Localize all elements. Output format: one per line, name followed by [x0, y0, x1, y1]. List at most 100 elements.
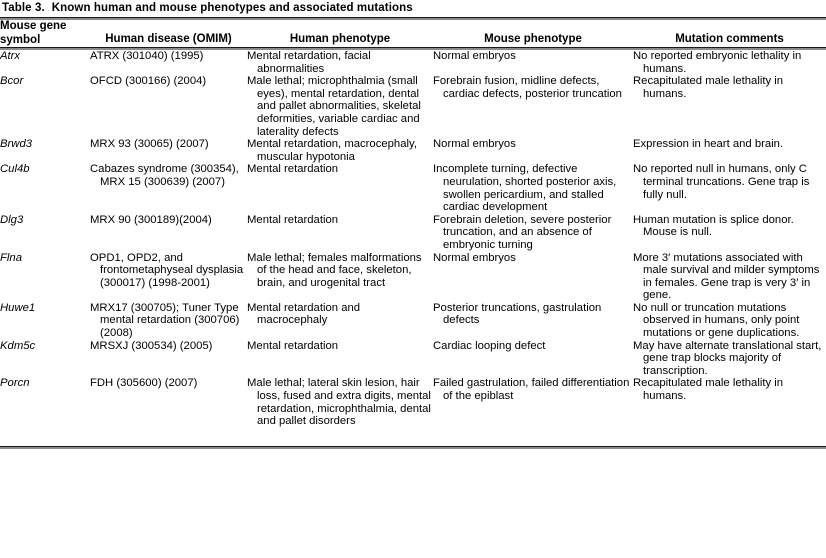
cell-mouse-phenotype: Forebrain deletion, severe posterior tru…	[433, 214, 633, 252]
cell-text: Dlg3	[0, 213, 24, 226]
cell-text: Male lethal; females malformations of th…	[247, 251, 422, 289]
cell-mouse-phenotype: Normal embryos	[433, 252, 633, 302]
cell-mutation-comments: More 3′ mutations associated with male s…	[633, 252, 826, 302]
cell-mouse-phenotype: Normal embryos	[433, 50, 633, 75]
cell-text: Human mutation is splice donor. Mouse is…	[633, 213, 794, 239]
table-bottom-rule	[0, 445, 826, 449]
cell-mouse-phenotype: Cardiac looping defect	[433, 340, 633, 378]
column-header-gene: Mouse gene symbol	[0, 20, 90, 47]
cell-disease: ATRX (301040) (1995)	[90, 50, 247, 75]
cell-mutation-comments: Recapitulated male lethality in humans.	[633, 377, 826, 427]
cell-mouse-phenotype: Posterior truncations, gastrulation defe…	[433, 302, 633, 340]
cell-text: Incomplete turning, defective neurulatio…	[433, 163, 617, 214]
cell-human-phenotype: Mental retardation	[247, 214, 433, 252]
cell-text: Normal embryos	[433, 138, 516, 151]
cell-disease: MRX17 (300705); Tuner Type mental retard…	[90, 302, 247, 340]
cell-mouse-phenotype: Failed gastrulation, failed differentiat…	[433, 377, 633, 427]
cell-text: Cul4b	[0, 163, 30, 176]
cell-text: MRX17 (300705); Tuner Type mental retard…	[90, 301, 240, 340]
cell-disease: OFCD (300166) (2004)	[90, 75, 247, 138]
column-header-human-phenotype: Human phenotype	[247, 20, 433, 47]
table-row: Brwd3 MRX 93 (30065) (2007)Mental retarda…	[0, 138, 826, 163]
cell-text: Brwd3	[0, 138, 33, 151]
cell-disease: Cabazes syndrome (300354), MRX 15 (30063…	[90, 163, 247, 213]
cell-text: Recapitulated male lethality in humans.	[633, 377, 784, 403]
table-bottom-spacer	[0, 428, 826, 446]
cell-text: Posterior truncations, gastrulation defe…	[433, 301, 602, 327]
cell-text: Bcor	[0, 75, 24, 88]
column-header-disease-label: Human disease (OMIM)	[105, 33, 232, 45]
cell-mutation-comments: Human mutation is splice donor. Mouse is…	[633, 214, 826, 252]
cell-human-phenotype: Male lethal; females malformations of th…	[247, 252, 433, 302]
column-header-mouse-phenotype-label: Mouse phenotype	[484, 33, 582, 45]
cell-text: Expression in heart and brain.	[633, 138, 784, 151]
cell-text: Male lethal; microphthalmia (small eyes)…	[247, 75, 421, 138]
cell-mutation-comments: Expression in heart and brain.	[633, 138, 826, 163]
column-header-mutation-comments-label: Mutation comments	[675, 33, 784, 45]
table-caption: Table 3.Known human and mouse phenotypes…	[0, 0, 826, 17]
phenotype-table: Mouse gene symbol Human disease (OMIM) H…	[0, 20, 826, 47]
table-head: Mouse gene symbol Human disease (OMIM) H…	[0, 20, 826, 47]
cell-mutation-comments: No reported embryonic lethality in human…	[633, 50, 826, 75]
column-header-mouse-phenotype: Mouse phenotype	[433, 20, 633, 47]
column-header-gene-label: Mouse gene symbol	[0, 20, 67, 46]
cell-text: Cardiac looping defect	[433, 339, 546, 352]
table-caption-text: Known human and mouse phenotypes and ass…	[51, 2, 413, 14]
cell-text: Normal embryos	[433, 50, 516, 62]
column-header-disease: Human disease (OMIM)	[90, 20, 247, 47]
cell-gene: Kdm5c	[0, 340, 90, 378]
cell-text: Huwe1	[0, 301, 36, 314]
cell-text: More 3′ mutations associated with male s…	[633, 251, 820, 302]
cell-text: Male lethal; lateral skin lesion, hair l…	[247, 377, 431, 428]
cell-text: Mental retardation	[247, 339, 339, 352]
cell-text: Porcn	[0, 377, 30, 390]
cell-gene: Porcn	[0, 377, 90, 427]
cell-text: Failed gastrulation, failed differentiat…	[433, 377, 630, 403]
cell-text: MRSXJ (300534) (2005)	[90, 339, 213, 352]
cell-human-phenotype: Male lethal; lateral skin lesion, hair l…	[247, 377, 433, 427]
cell-gene: Cul4b	[0, 163, 90, 213]
cell-text: ATRX (301040) (1995)	[90, 50, 204, 62]
cell-disease: MRX 93 (30065) (2007)	[90, 138, 247, 163]
cell-text: Kdm5c	[0, 339, 36, 352]
cell-text: May have alternate translational start, …	[633, 339, 822, 377]
cell-mouse-phenotype: Incomplete turning, defective neurulatio…	[433, 163, 633, 213]
cell-gene: Dlg3	[0, 214, 90, 252]
table-row: Atrx ATRX (301040) (1995) Mental retardati…	[0, 50, 826, 75]
cell-human-phenotype: Mental retardation, macrocephaly, muscul…	[247, 138, 433, 163]
cell-text: Mental retardation, facial abnormalities	[247, 50, 371, 75]
column-header-human-phenotype-label: Human phenotype	[289, 33, 391, 45]
cell-gene: Bcor	[0, 75, 90, 138]
table-top-rule	[0, 17, 826, 20]
table-row: Huwe1 MRX17 (300705); Tuner Type mental r…	[0, 302, 826, 340]
cell-gene: Brwd3	[0, 138, 90, 163]
cell-text: Forebrain deletion, severe posterior tru…	[433, 213, 612, 251]
column-header-mutation-comments: Mutation comments	[633, 20, 826, 47]
cell-human-phenotype: Mental retardation, facial abnormalities	[247, 50, 433, 75]
cell-disease: FDH (305600) (2007)	[90, 377, 247, 427]
cell-gene: Huwe1	[0, 302, 90, 340]
cell-disease: OPD1, OPD2, and frontometaphyseal dyspla…	[90, 252, 247, 302]
cell-mutation-comments: No reported null in humans, only C termi…	[633, 163, 826, 213]
cell-text: Atrx	[0, 50, 21, 62]
cell-mutation-comments: No null or truncation mutations observed…	[633, 302, 826, 340]
table-row: Kdm5c MRSXJ (300534) (2005) Mental retarda…	[0, 340, 826, 378]
cell-disease: MRSXJ (300534) (2005)	[90, 340, 247, 378]
table-row: Cul4b Cabazes syndrome (300354), MRX 15 (…	[0, 163, 826, 213]
table-body: Atrx ATRX (301040) (1995) Mental retardati…	[0, 50, 826, 428]
table-row: Dlg3 MRX 90 (300189)(2004) Mental retardat…	[0, 214, 826, 252]
cell-text: FDH (305600) (2007)	[90, 377, 198, 390]
cell-human-phenotype: Mental retardation	[247, 340, 433, 378]
cell-text: No null or truncation mutations observed…	[633, 301, 800, 340]
cell-mutation-comments: Recapitulated male lethality in humans.	[633, 75, 826, 138]
cell-gene: Flna	[0, 252, 90, 302]
cell-text: No reported embryonic lethality in human…	[633, 50, 802, 75]
cell-text: MRX 90 (300189)(2004)	[90, 213, 212, 226]
cell-text: Cabazes syndrome (300354), MRX 15 (30063…	[90, 163, 239, 188]
cell-text: Normal embryos	[433, 251, 516, 264]
cell-text: OFCD (300166) (2004)	[90, 75, 207, 88]
cell-human-phenotype: Mental retardation and macrocephaly	[247, 302, 433, 340]
table-row: Bcor OFCD (300166) (2004) Male lethal; mic…	[0, 75, 826, 138]
